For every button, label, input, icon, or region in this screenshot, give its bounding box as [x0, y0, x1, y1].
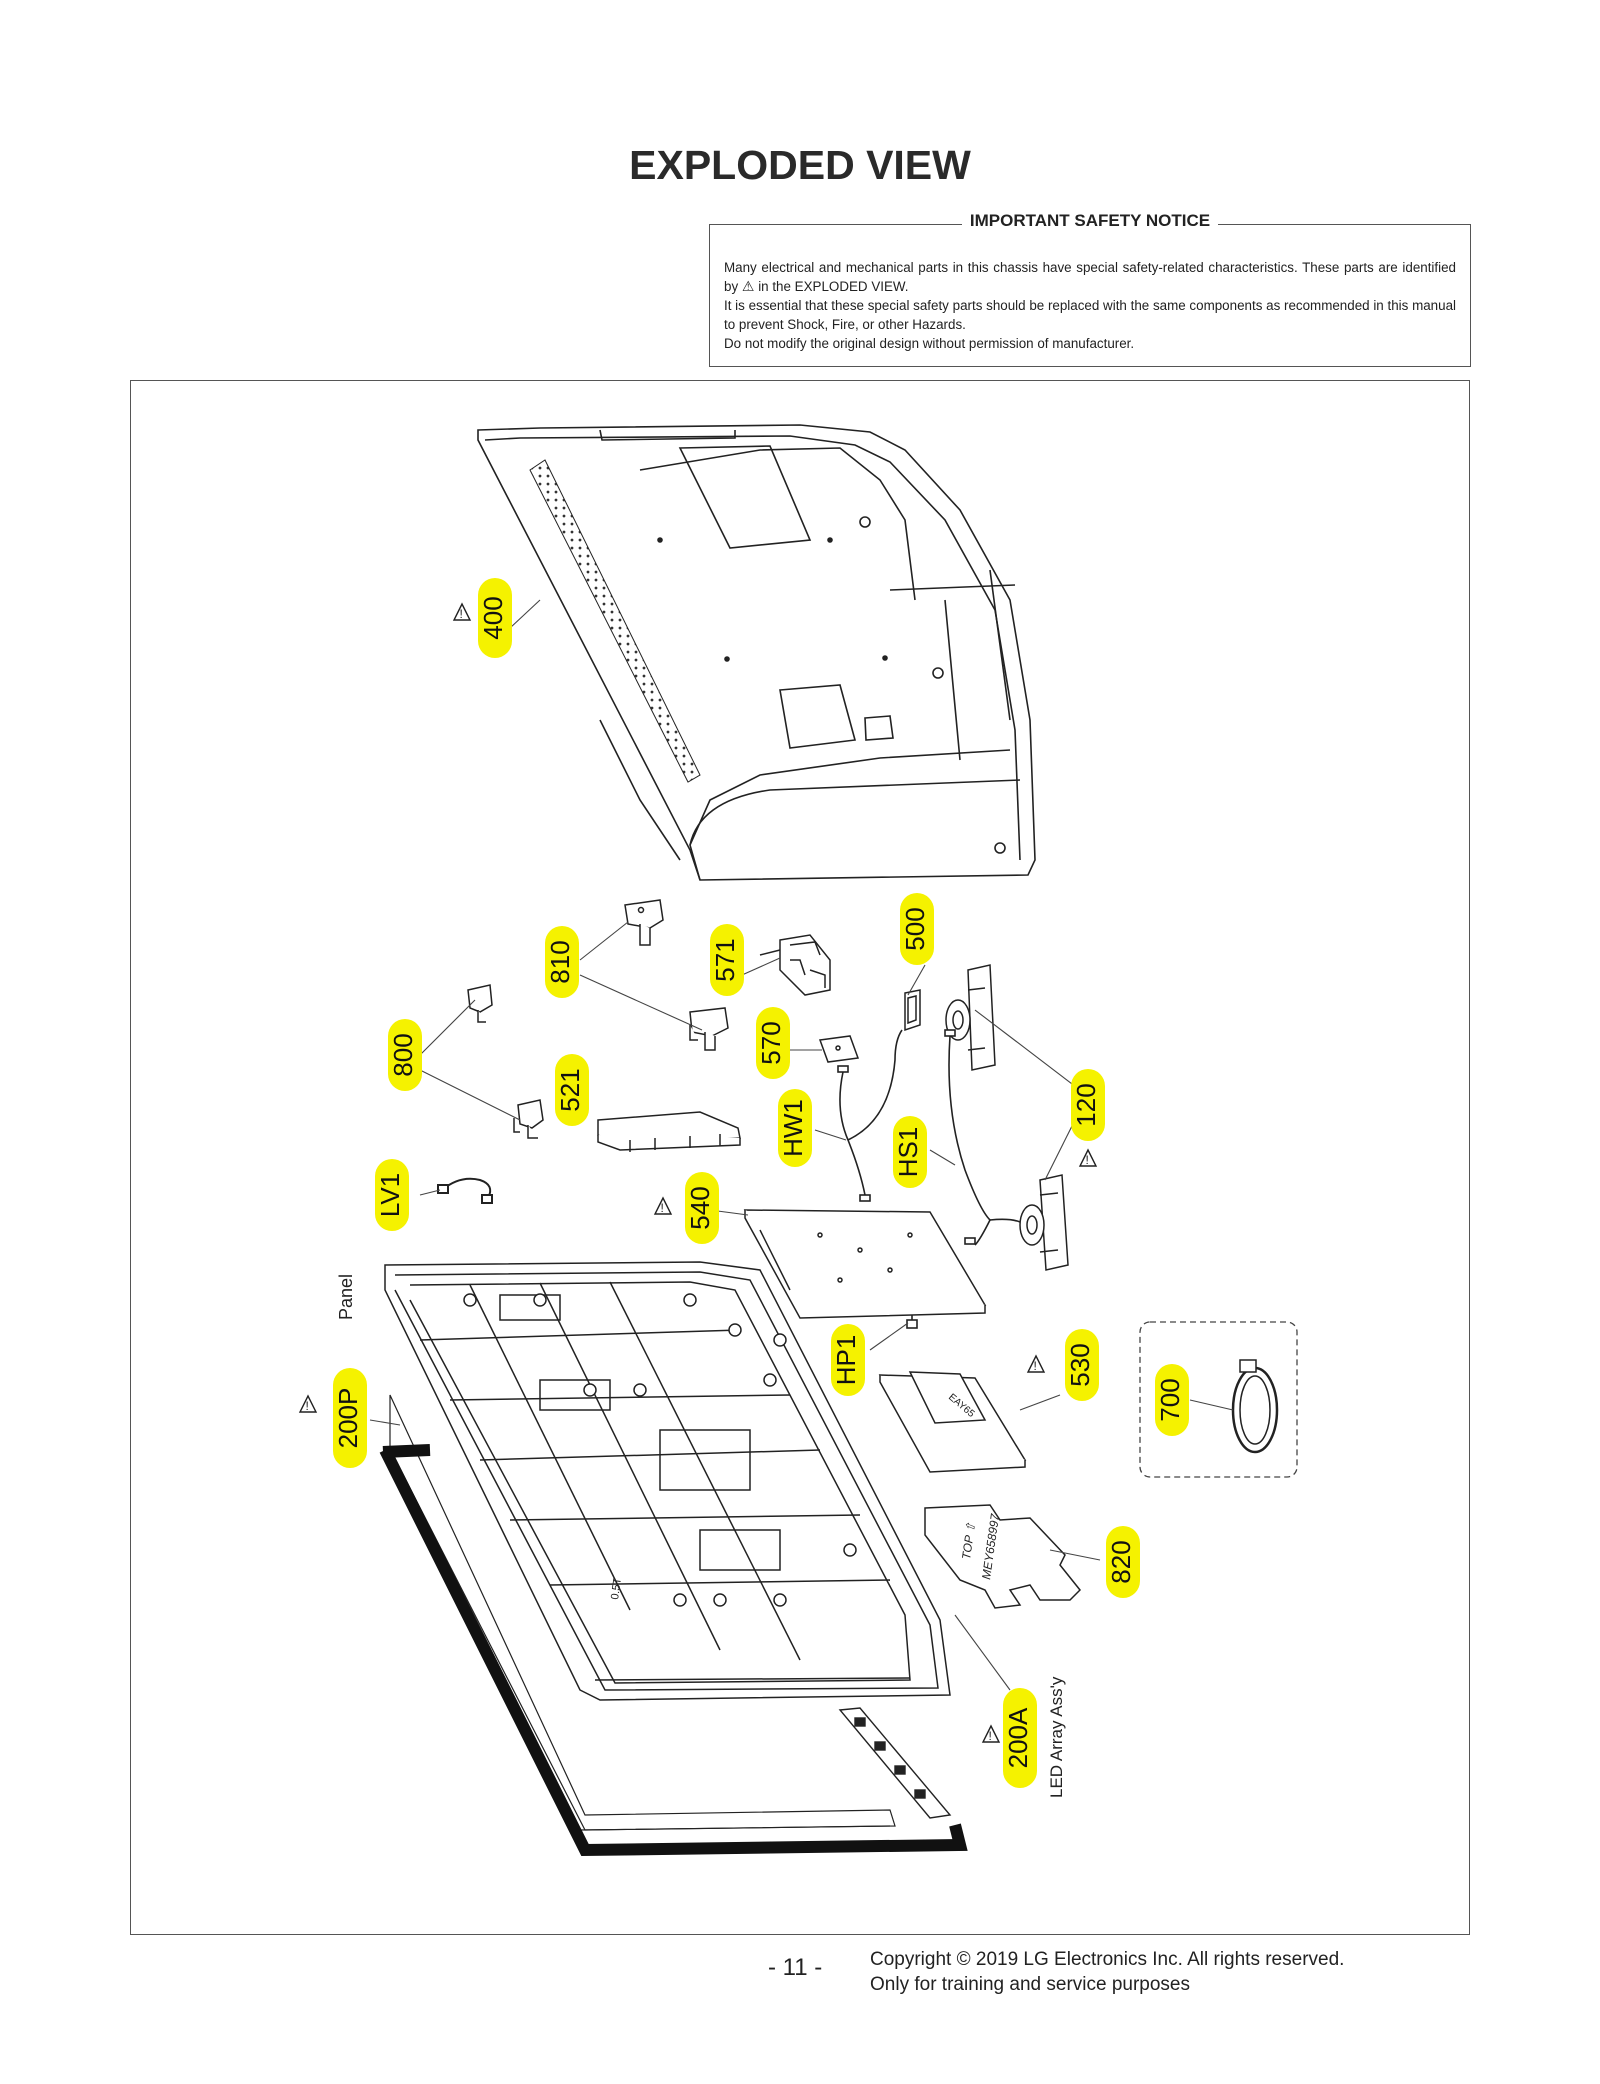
page-title: EXPLODED VIEW — [629, 142, 971, 188]
diagram-frame — [130, 380, 1470, 1935]
callout-HP1: HP1 — [831, 1324, 865, 1396]
callout-HS1: HS1 — [893, 1116, 927, 1188]
insulator-top-label: TOP ⇧ — [959, 1521, 978, 1560]
main-board-540-part — [743, 1209, 987, 1319]
part-500 — [904, 989, 921, 1032]
svg-text:500: 500 — [900, 907, 930, 950]
module-571-part — [759, 934, 831, 996]
svg-text:540: 540 — [685, 1186, 715, 1229]
power-board-530-part: EAY65 — [878, 1371, 1027, 1473]
warning-markers: ! ! ! ! ! ! — [298, 602, 1098, 1743]
warning-triangle-icon: ! — [981, 1724, 1001, 1743]
lvds-cable-part — [437, 1177, 493, 1204]
callout-800: 800 — [388, 1019, 422, 1091]
speaker-120-part — [945, 964, 1069, 1271]
svg-text:HW1: HW1 — [778, 1099, 808, 1157]
svg-text:!: ! — [989, 1729, 992, 1743]
board-570-part — [818, 1035, 860, 1063]
callout-521: 521 — [555, 1054, 589, 1126]
bracket-800-part — [467, 984, 544, 1139]
callouts: 400 810 571 500 800 521 570 120 HW1 HS1 … — [333, 578, 1189, 1788]
svg-text:LV1: LV1 — [375, 1173, 405, 1217]
insulator-820-part: TOP ⇧ MEY658997 — [924, 1504, 1082, 1609]
callout-570: 570 — [756, 1007, 790, 1079]
svg-text:810: 810 — [545, 940, 575, 983]
svg-text:!: ! — [661, 1201, 664, 1215]
panel-caption: Panel — [336, 1274, 356, 1320]
warning-triangle-icon: ! — [1026, 1354, 1046, 1373]
warning-triangle-icon: ⚠ — [741, 278, 755, 294]
svg-text:800: 800 — [388, 1033, 418, 1076]
svg-text:521: 521 — [555, 1068, 585, 1111]
bracket-810-part — [624, 899, 729, 1051]
callout-700: 700 — [1155, 1364, 1189, 1436]
copyright-line: Copyright © 2019 LG Electronics Inc. All… — [870, 1949, 1345, 1970]
warning-triangle-icon: ! — [452, 602, 472, 621]
svg-text:700: 700 — [1155, 1378, 1185, 1421]
warning-triangle-icon: ! — [653, 1196, 673, 1215]
callout-LV1: LV1 — [375, 1159, 409, 1231]
page-number: - 11 - — [768, 1954, 823, 1981]
back-cover-part — [477, 424, 1036, 881]
svg-text:200A: 200A — [1003, 1707, 1033, 1768]
led-array-caption: LED Array Ass'y — [1047, 1676, 1066, 1798]
svg-text:!: ! — [1034, 1359, 1037, 1373]
safety-notice-heading: IMPORTANT SAFETY NOTICE — [961, 211, 1219, 230]
chassis-frame-part: 0.5T — [384, 1261, 951, 1701]
callout-820: 820 — [1106, 1526, 1140, 1598]
footer-copyright: Copyright © 2019 LG Electronics Inc. All… — [870, 1947, 1344, 1997]
svg-text:820: 820 — [1106, 1540, 1136, 1583]
svg-text:!: ! — [306, 1399, 309, 1413]
svg-text:120: 120 — [1071, 1083, 1101, 1126]
safety-notice-box: IMPORTANT SAFETY NOTICE Many electrical … — [709, 211, 1471, 367]
svg-text:571: 571 — [710, 938, 740, 981]
safety-notice-para3: Do not modify the original design withou… — [724, 336, 1135, 351]
purpose-line: Only for training and service purposes — [870, 1974, 1190, 1995]
callout-200A: 200A — [1003, 1688, 1037, 1788]
callout-400: 400 — [478, 578, 512, 658]
warning-triangle-icon: ! — [1078, 1148, 1098, 1167]
svg-text:HP1: HP1 — [831, 1335, 861, 1386]
safety-notice-para1: Many electrical and mechanical parts in … — [724, 260, 1456, 294]
svg-text:530: 530 — [1065, 1343, 1095, 1386]
callout-540: 540 — [685, 1172, 719, 1244]
safety-notice-body: Many electrical and mechanical parts in … — [724, 258, 1456, 353]
svg-text:!: ! — [460, 607, 463, 621]
warning-triangle-icon: ! — [298, 1394, 318, 1413]
safety-notice-para2: It is essential that these special safet… — [724, 298, 1456, 332]
callout-120: 120 — [1071, 1069, 1105, 1141]
callout-571: 571 — [710, 924, 744, 996]
svg-text:200P: 200P — [333, 1388, 363, 1449]
accessory-700-part — [1139, 1321, 1298, 1478]
bracket-521-part — [597, 1111, 741, 1152]
callout-500: 500 — [900, 893, 934, 965]
callout-530: 530 — [1065, 1329, 1099, 1401]
svg-text:400: 400 — [478, 596, 508, 639]
chassis-thickness-label: 0.5T — [609, 1577, 624, 1601]
svg-text:570: 570 — [756, 1021, 786, 1064]
svg-text:HS1: HS1 — [893, 1127, 923, 1178]
callout-200P: 200P — [333, 1368, 367, 1468]
callout-HW1: HW1 — [778, 1089, 812, 1167]
led-array-200A-part — [838, 1707, 952, 1819]
svg-text:!: ! — [1086, 1153, 1089, 1167]
panel-200P-part — [379, 1394, 968, 1857]
callout-810: 810 — [545, 926, 579, 998]
